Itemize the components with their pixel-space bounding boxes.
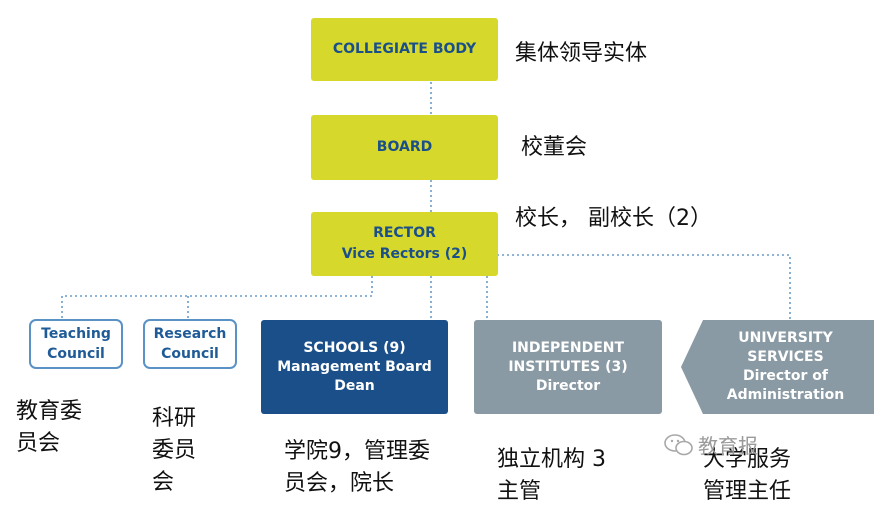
watermark-text: 教育报 — [698, 434, 758, 458]
services-line3: Director of — [743, 368, 828, 384]
annotation-line: 学院9，管理委 — [284, 439, 430, 464]
wechat-icon — [664, 433, 693, 455]
rector-label: RECTOR — [373, 225, 436, 241]
annotation-line: 科研 — [152, 406, 197, 431]
annotation-text: 校董会 — [521, 135, 588, 160]
institutes-line2: INSTITUTES (3) — [508, 358, 628, 375]
schools-line3: Dean — [334, 377, 375, 394]
annotation-line: 管理主任 — [703, 479, 792, 504]
board-annotation: 校董会 — [521, 132, 587, 164]
institutes-annotation: 独立机构 3 主管 — [497, 444, 606, 508]
collegiate-body-annotation: 集体领导实体 — [515, 38, 647, 70]
institutes-line1: INDEPENDENT — [511, 339, 625, 356]
annotation-line: 委员 — [152, 438, 197, 463]
link-rector-services — [497, 254, 791, 320]
vice-rectors-label: Vice Rectors (2) — [341, 246, 468, 262]
annotation-text: 校长， 副校长（2） — [515, 206, 712, 231]
research-council-box: Research Council — [143, 319, 237, 369]
schools-line1: SCHOOLS (9) — [303, 339, 406, 356]
collegiate-body-label: COLLEGIATE BODY — [332, 41, 477, 57]
rector-annotation: 校长， 副校长（2） — [515, 203, 712, 235]
watermark: 教育报 — [664, 430, 758, 459]
research-council-line1: Research — [153, 326, 227, 342]
board-box: BOARD — [311, 115, 498, 180]
research-council-annotation: 科研 委员 会 — [152, 403, 196, 499]
institutes-line3: Director — [535, 377, 601, 394]
services-annotation: 大学服务 管理主任 — [703, 444, 791, 508]
annotation-line: 大学服务 — [703, 447, 792, 472]
services-line4: Administration — [726, 387, 845, 403]
independent-institutes-box: INDEPENDENT INSTITUTES (3) Director — [474, 320, 662, 414]
teaching-council-box: Teaching Council — [29, 319, 123, 369]
annotation-line: 会 — [152, 470, 175, 495]
research-council-line2: Council — [161, 346, 219, 362]
schools-box: SCHOOLS (9) Management Board Dean — [261, 320, 448, 414]
annotation-line: 独立机构 3 — [497, 447, 606, 472]
collegiate-body-box: COLLEGIATE BODY — [311, 18, 498, 81]
annotation-line: 员会 — [16, 431, 61, 456]
teaching-council-annotation: 教育委 员会 — [16, 396, 82, 460]
annotation-line: 员会，院长 — [284, 471, 395, 496]
annotation-line: 教育委 — [16, 399, 83, 424]
board-label: BOARD — [376, 139, 433, 155]
services-line1: UNIVERSITY — [738, 330, 833, 346]
university-services-box: UNIVERSITY SERVICES Director of Administ… — [681, 320, 874, 414]
schools-line2: Management Board — [277, 358, 432, 375]
services-line2: SERVICES — [747, 349, 824, 365]
annotation-line: 主管 — [497, 479, 542, 504]
teaching-council-line1: Teaching — [41, 326, 111, 342]
rector-box: RECTOR Vice Rectors (2) — [311, 212, 498, 276]
schools-annotation: 学院9，管理委 员会，院长 — [284, 436, 430, 500]
link-rector-councils — [61, 276, 373, 318]
teaching-council-line2: Council — [47, 346, 105, 362]
annotation-text: 集体领导实体 — [515, 41, 648, 66]
